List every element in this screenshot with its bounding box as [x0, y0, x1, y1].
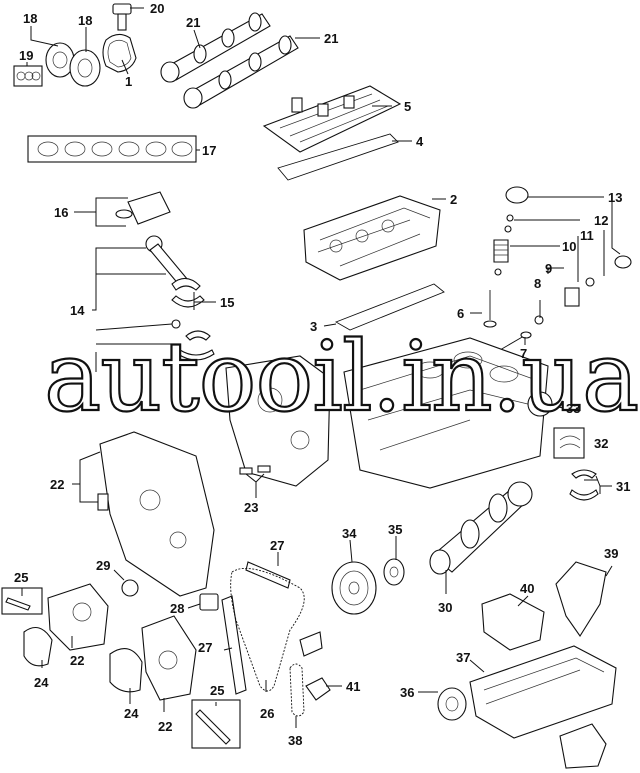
callout-22-a: 22 — [50, 477, 64, 492]
part-41-tensioner — [305, 677, 331, 701]
part-valve-train — [483, 186, 632, 351]
part-39-bracket — [555, 561, 607, 637]
callout-12: 12 — [594, 213, 608, 228]
part-engine-block — [343, 337, 549, 489]
part-28-tensioner — [199, 593, 219, 611]
callout-39: 39 — [604, 546, 618, 561]
part-21-camshafts — [160, 12, 299, 109]
callout-22-c: 22 — [158, 719, 172, 734]
callout-1: 1 — [125, 74, 132, 89]
part-16-piston — [115, 191, 171, 225]
part-17-piston-rings — [27, 135, 197, 163]
callout-30: 30 — [438, 600, 452, 615]
callout-3: 3 — [310, 319, 317, 334]
callout-7: 7 — [520, 346, 527, 361]
callout-37: 37 — [456, 650, 470, 665]
part-oil-strainer — [559, 723, 607, 769]
part-34-pulley — [331, 561, 377, 615]
callout-21-a: 21 — [186, 15, 200, 30]
part-38-chain — [289, 663, 305, 717]
callout-32: 32 — [594, 436, 608, 451]
callout-6: 6 — [457, 306, 464, 321]
watermark-text: autooil.in.ua — [44, 321, 638, 433]
callout-11: 11 — [580, 228, 594, 243]
callout-28: 28 — [170, 601, 184, 616]
callout-38: 38 — [288, 733, 302, 748]
callout-41: 41 — [346, 679, 360, 694]
callout-27-b: 27 — [198, 640, 212, 655]
callout-25-a: 25 — [14, 570, 28, 585]
callout-23: 23 — [244, 500, 258, 515]
callout-18-b: 18 — [78, 13, 92, 28]
part-27-guides — [221, 561, 323, 695]
callout-18-a: 18 — [23, 11, 37, 26]
part-20-sensor — [112, 3, 132, 31]
part-25-sensor — [1, 587, 241, 749]
callout-5: 5 — [404, 99, 411, 114]
part-18-sprockets — [45, 42, 101, 87]
callout-27-a: 27 — [270, 538, 284, 553]
leader-lines — [21, 7, 621, 728]
part-33-seal — [527, 391, 553, 417]
callout-2: 2 — [450, 192, 457, 207]
part-timing-cover-inner — [225, 355, 331, 487]
part-19-seals — [13, 65, 43, 87]
part-5-valve-cover — [262, 85, 402, 153]
part-26-timing-chain — [230, 567, 305, 692]
part-4-gasket — [277, 133, 399, 181]
part-22-front-cover — [97, 431, 215, 597]
callout-labels: 20 18 18 21 21 19 1 5 4 17 13 2 16 12 11… — [14, 1, 630, 748]
callout-4: 4 — [416, 134, 424, 149]
part-31-bearings — [569, 469, 599, 501]
callout-17: 17 — [202, 143, 216, 158]
callout-20: 20 — [150, 1, 164, 16]
part-36-oil-filter — [437, 687, 467, 721]
callout-40: 40 — [520, 581, 534, 596]
part-35-sprocket — [383, 558, 405, 586]
part-37-oil-pan — [469, 645, 617, 739]
callout-34: 34 — [342, 526, 357, 541]
part-14-connecting-rod — [145, 235, 215, 361]
callout-22-b: 22 — [70, 653, 84, 668]
callout-19: 19 — [19, 48, 33, 63]
callout-15: 15 — [220, 295, 234, 310]
callout-13: 13 — [608, 190, 622, 205]
callout-36: 36 — [400, 685, 414, 700]
part-29-seal — [121, 579, 139, 597]
callout-24-b: 24 — [124, 706, 139, 721]
callout-25-b: 25 — [210, 683, 224, 698]
part-3-head-gasket — [334, 283, 445, 331]
callout-21-b: 21 — [324, 31, 338, 46]
callout-33: 33 — [566, 401, 580, 416]
part-32-bearings — [553, 427, 585, 459]
callout-14: 14 — [70, 303, 85, 318]
callout-26: 26 — [260, 706, 274, 721]
part-24-pump — [23, 626, 143, 693]
callout-35: 35 — [388, 522, 402, 537]
part-40-oil-pump — [481, 593, 545, 651]
callout-29: 29 — [96, 558, 110, 573]
callout-24-a: 24 — [34, 675, 49, 690]
callout-10: 10 — [562, 239, 576, 254]
part-30-crankshaft — [429, 481, 533, 575]
callout-8: 8 — [534, 276, 541, 291]
callout-31: 31 — [616, 479, 630, 494]
callout-9: 9 — [545, 261, 552, 276]
part-2-cylinder-head — [303, 195, 441, 281]
part-22-lower-covers — [47, 583, 197, 701]
callout-16: 16 — [54, 205, 68, 220]
